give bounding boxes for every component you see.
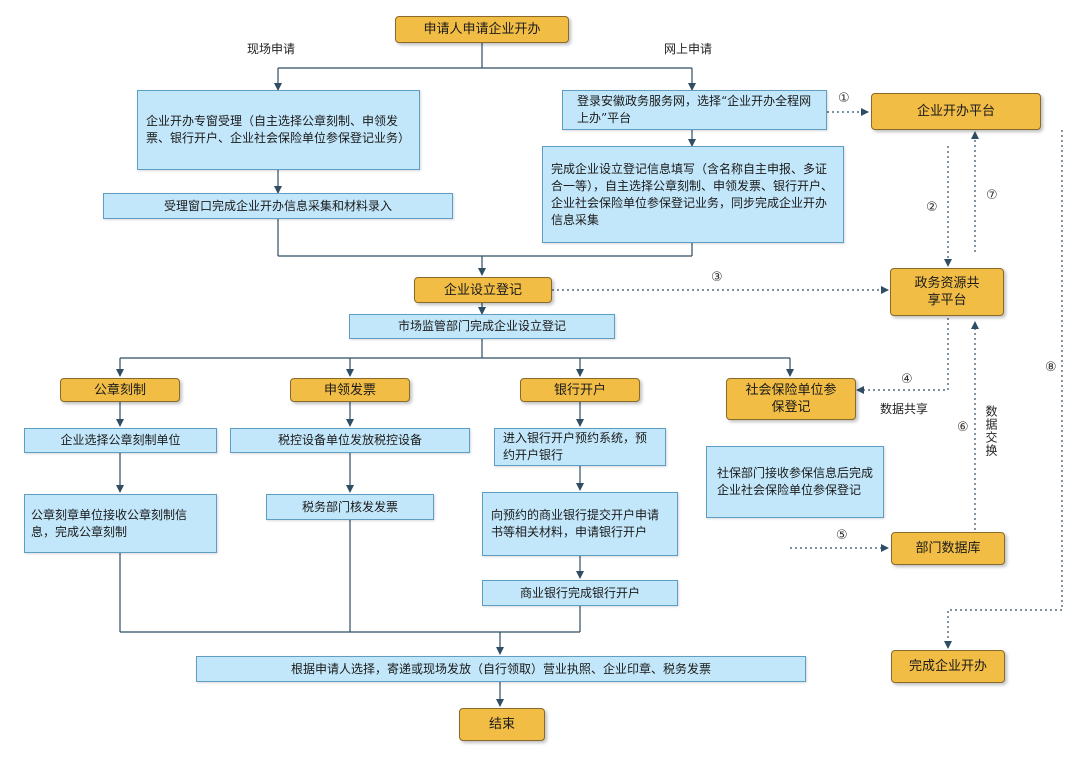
invoice-label: 申领发票 [323, 382, 376, 398]
social-dept-node: 社保部门接收参保信息后完成企业社会保险单位参保登记 [706, 446, 884, 518]
bank-step-1: 进入银行开户预约系统，预约开户银行 [494, 428, 666, 466]
platform-node: 企业开办平台 [871, 93, 1041, 130]
registration-label: 企业设立登记 [443, 282, 522, 298]
bank-step-1-text: 进入银行开户预约系统，预约开户银行 [503, 431, 648, 462]
seal-node: 公章刻制 [60, 378, 180, 402]
step-7-marker: ⑦ [986, 188, 998, 203]
social-dept-text: 社保部门接收参保信息后完成企业社会保险单位参保登记 [717, 466, 874, 497]
step-5-marker: ⑤ [836, 528, 848, 543]
complete-label: 完成企业开办 [908, 659, 987, 674]
bank-label: 银行开户 [553, 382, 606, 398]
invoice-step-1-text: 税控设备单位发放税控设备 [277, 433, 422, 447]
gov-share-node: 政务资源共享平台 [890, 268, 1004, 316]
platform-label: 企业开办平台 [916, 104, 995, 119]
onsite-window-text: 企业开办专窗受理（自主选择公章刻制、申领发票、银行开户、企业社会保险单位参保登记… [146, 114, 411, 145]
seal-step-2-text: 公章刻章单位接收公章刻制信息，完成公章刻制 [31, 507, 188, 539]
delivery-node: 根据申请人选择，寄递或现场发放（自行领取）营业执照、企业印章、税务发票 [196, 656, 806, 682]
seal-step-1: 企业选择公章刻制单位 [24, 428, 217, 453]
step-3-marker: ③ [711, 270, 723, 285]
step-4-marker: ④ [901, 372, 913, 387]
start-label: 申请人申请企业开办 [423, 22, 541, 37]
onsite-collect-node: 受理窗口完成企业开办信息采集和材料录入 [103, 193, 453, 219]
online-fill-text: 完成企业设立登记信息填写（含名称自主申报、多证合一等），自主选择公章刻制、申领发… [551, 161, 834, 227]
seal-label: 公章刻制 [93, 382, 146, 398]
social-label: 社会保险单位参保登记 [745, 383, 837, 415]
bank-step-2: 向预约的商业银行提交开户申请书等相关材料，申请银行开户 [482, 492, 678, 556]
invoice-step-2-text: 税务部门核发发票 [301, 499, 398, 514]
online-label: 网上申请 [664, 42, 713, 56]
data-share-label: 数据共享 [880, 402, 929, 416]
dept-db-label: 部门数据库 [915, 541, 981, 556]
step-6-marker: ⑥ [957, 420, 969, 435]
delivery-text: 根据申请人选择，寄递或现场发放（自行领取）营业执照、企业印章、税务发票 [290, 661, 711, 676]
invoice-step-1: 税控设备单位发放税控设备 [230, 428, 470, 453]
onsite-collect-text: 受理窗口完成企业开办信息采集和材料录入 [163, 198, 392, 213]
complete-node: 完成企业开办 [891, 650, 1005, 683]
bank-step-3: 商业银行完成银行开户 [482, 580, 678, 606]
onsite-label: 现场申请 [247, 42, 296, 56]
data-exchange-label: 数据交换 [984, 405, 998, 457]
dept-db-node: 部门数据库 [891, 532, 1005, 565]
bank-step-2-text: 向预约的商业银行提交开户申请书等相关材料，申请银行开户 [491, 508, 660, 539]
end-node: 结束 [459, 708, 545, 741]
seal-step-1-text: 企业选择公章刻制单位 [60, 433, 181, 447]
gov-share-label: 政务资源共享平台 [914, 276, 980, 308]
online-fill-node: 完成企业设立登记信息填写（含名称自主申报、多证合一等），自主选择公章刻制、申领发… [542, 146, 844, 243]
social-node: 社会保险单位参保登记 [726, 378, 856, 420]
online-login-node: 登录安徽政务服务网，选择“企业开办全程网上办”平台 [562, 90, 827, 130]
market-reg-node: 市场监管部门完成企业设立登记 [349, 314, 615, 339]
registration-node: 企业设立登记 [414, 277, 552, 303]
seal-step-2: 公章刻章单位接收公章刻制信息，完成公章刻制 [24, 494, 217, 553]
end-label: 结束 [488, 717, 515, 732]
invoice-node: 申领发票 [290, 378, 410, 402]
invoice-step-2: 税务部门核发发票 [266, 494, 434, 520]
bank-node: 银行开户 [520, 378, 640, 402]
market-reg-text: 市场监管部门完成企业设立登记 [397, 319, 566, 333]
onsite-window-node: 企业开办专窗受理（自主选择公章刻制、申领发票、银行开户、企业社会保险单位参保登记… [137, 90, 420, 170]
start-node: 申请人申请企业开办 [395, 16, 569, 43]
step-2-marker: ② [926, 200, 938, 215]
step-8-marker: ⑧ [1045, 360, 1057, 375]
online-login-text: 登录安徽政务服务网，选择“企业开办全程网上办”平台 [577, 94, 812, 125]
step-1-marker: ① [838, 91, 850, 106]
bank-step-3-text: 商业银行完成银行开户 [519, 585, 640, 600]
